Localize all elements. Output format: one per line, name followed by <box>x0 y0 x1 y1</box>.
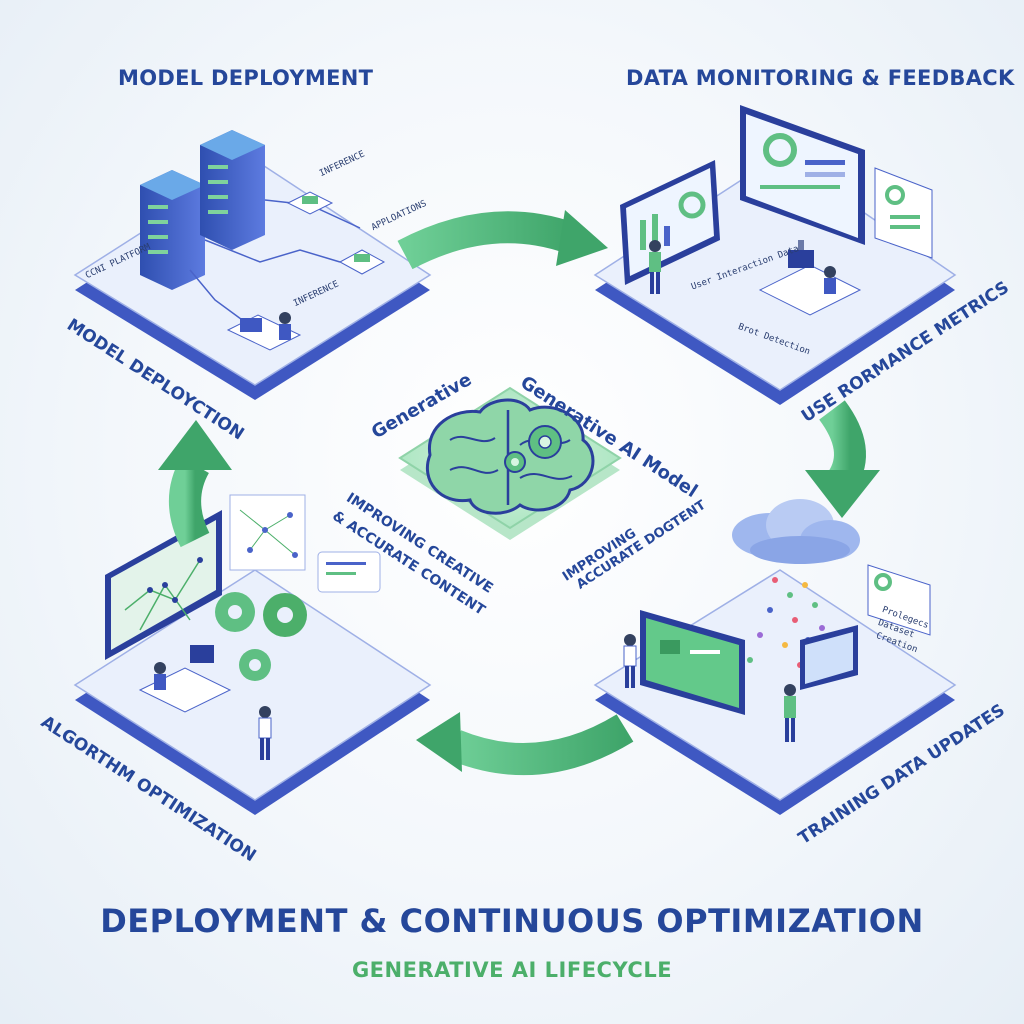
large-monitor-icon <box>740 105 865 265</box>
person-standing-icon <box>784 684 796 742</box>
gear-icon <box>263 593 307 637</box>
platform-algorithm-optimization <box>73 494 432 815</box>
gear-icon <box>504 451 526 473</box>
center-brain-tile <box>398 386 622 540</box>
platform-data-monitoring <box>593 105 957 405</box>
server-rack-icon <box>200 130 265 250</box>
diagram-subtitle: GENERATIVE AI LIFECYCLE <box>351 958 673 982</box>
dashboard-screen-icon <box>620 160 720 285</box>
network-monitor-icon <box>105 510 222 660</box>
code-panel-icon <box>317 551 381 593</box>
arrow-to-deployment <box>158 420 232 548</box>
info-card-icon <box>867 564 931 636</box>
workstation-icon <box>226 312 302 351</box>
person-standing-icon <box>649 240 661 294</box>
arrow-to-training <box>805 400 880 518</box>
server-rack-icon <box>140 170 205 290</box>
side-panel-icon <box>874 167 933 259</box>
person-standing-icon <box>623 634 637 688</box>
application-node-icon <box>338 249 386 275</box>
gear-icon <box>239 649 271 681</box>
training-monitor-icon <box>640 610 745 715</box>
diagram-title: DEPLOYMENT & CONTINUOUS OPTIMIZATION <box>100 902 924 940</box>
arrow-to-monitoring <box>397 210 608 270</box>
network-graph-panel-icon <box>229 494 306 571</box>
platform-model-deployment <box>73 130 432 400</box>
analyst-desk-icon <box>758 250 862 316</box>
person-standing-icon <box>258 706 272 760</box>
platform-training-data <box>593 499 957 815</box>
arrow-to-algorithm <box>416 712 634 776</box>
gear-icon <box>528 425 562 459</box>
inference-node-icon <box>286 191 334 215</box>
workstation-icon <box>138 645 232 713</box>
gear-icon <box>215 592 255 632</box>
model-deployment-heading: MODEL DEPLOYMENT <box>118 66 374 90</box>
data-monitoring-heading: DATA MONITORING & FEEDBACK <box>626 66 1015 90</box>
analytics-screen-icon <box>800 625 858 690</box>
cloud-icon <box>732 499 860 564</box>
